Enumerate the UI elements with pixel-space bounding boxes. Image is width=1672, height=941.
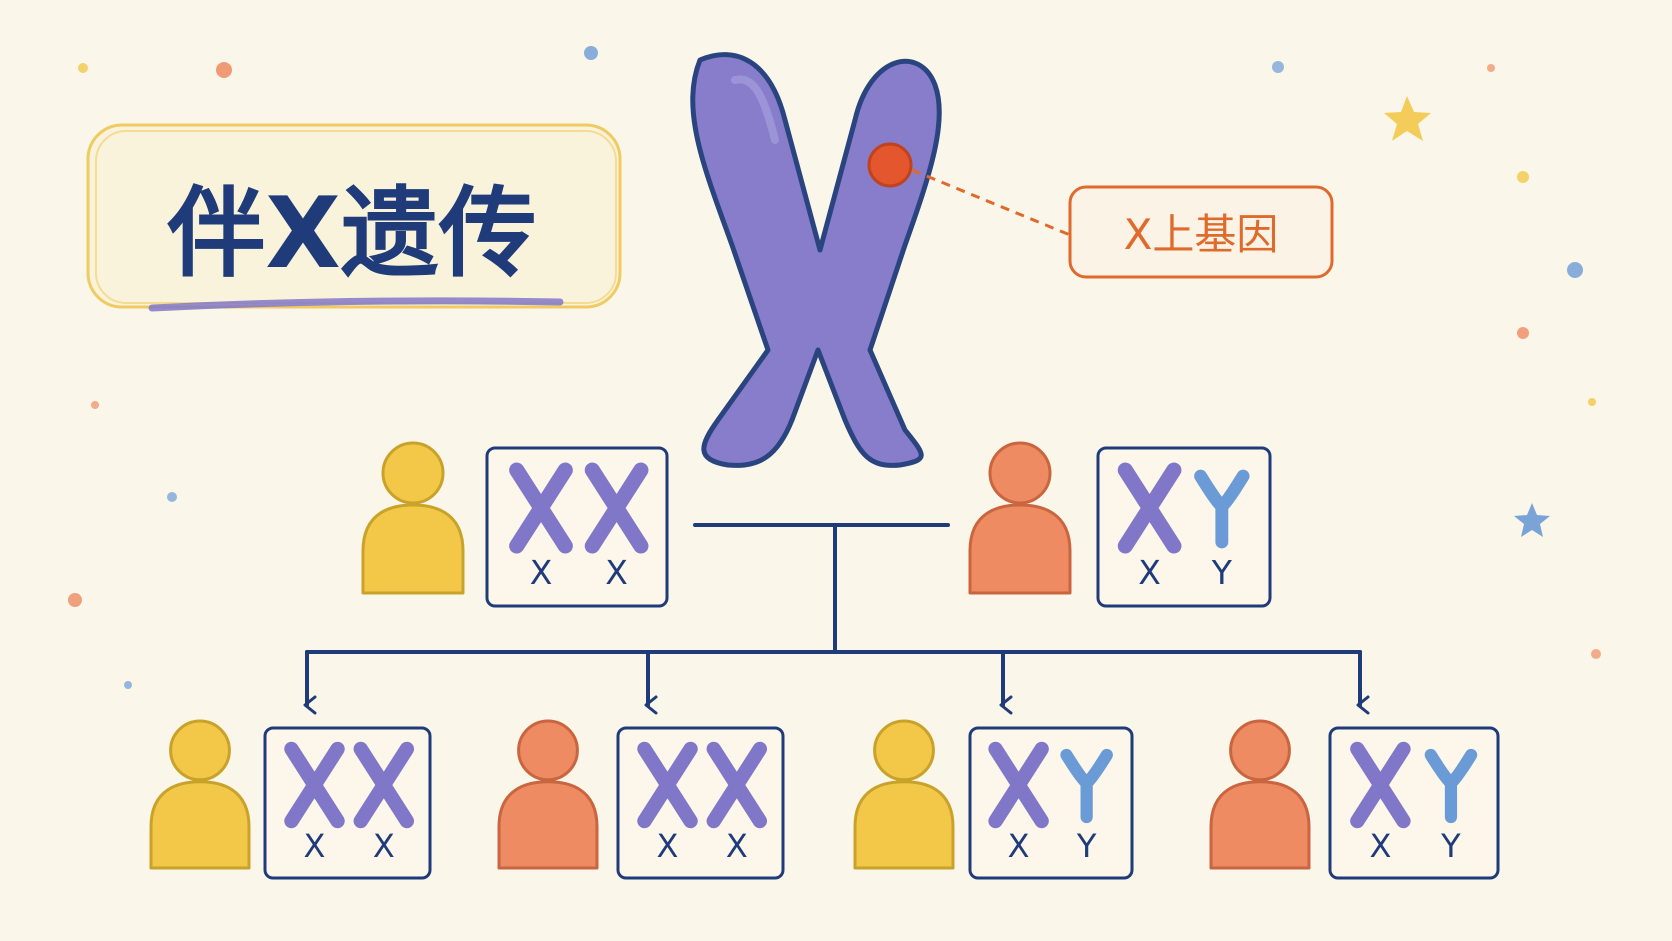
person-head xyxy=(517,719,579,782)
chromatid-right xyxy=(988,741,1049,829)
y-chromosome-icon xyxy=(1194,469,1250,549)
title-frame xyxy=(86,123,622,309)
chromosome-label-x: X xyxy=(1138,553,1161,592)
male-person-icon xyxy=(497,719,599,870)
decor-dot xyxy=(216,62,232,78)
decor-dot xyxy=(78,63,88,73)
y-chromosome-icon xyxy=(1424,748,1478,824)
big-x-chromosome xyxy=(690,52,942,468)
x-chromosome-icon xyxy=(988,741,1049,829)
decor-dot xyxy=(1272,61,1284,73)
chromatid-right xyxy=(509,462,573,554)
chromosome-label-x: X xyxy=(304,827,326,865)
female-person-icon xyxy=(149,719,251,870)
person-body xyxy=(497,780,599,870)
y-chromosome-icon xyxy=(1060,748,1113,824)
page-title: 伴X遗传 xyxy=(166,177,537,291)
x-chromosome-icon xyxy=(706,741,768,829)
person-head xyxy=(873,719,935,782)
decor-dot xyxy=(91,401,99,409)
chromosome-label-y: Y xyxy=(1076,827,1097,865)
gene-locus-dot xyxy=(867,142,913,188)
decorations xyxy=(68,46,1601,689)
decor-dot xyxy=(1591,649,1601,659)
person-body xyxy=(149,780,251,870)
gene-label-box xyxy=(1068,185,1334,279)
chromatid-right xyxy=(1350,741,1411,829)
chromosome-label-x: X xyxy=(605,553,628,592)
decor-dot xyxy=(1567,262,1583,278)
chromosome-highlight xyxy=(731,75,779,144)
chromatid-right xyxy=(353,741,415,829)
gene-label: X上基因 xyxy=(1124,210,1279,259)
chromatid-right xyxy=(637,741,698,829)
title-block: 伴X遗传 xyxy=(86,123,622,312)
x-chromosome-icon xyxy=(584,462,649,554)
star-icon xyxy=(1384,96,1431,141)
decor-dot xyxy=(68,593,82,607)
decor-dot xyxy=(1588,398,1596,406)
chromatid-right xyxy=(584,462,649,554)
person-head xyxy=(1229,719,1291,782)
x-chromosome-icon xyxy=(637,741,698,829)
star-icon xyxy=(1514,503,1550,537)
decor-dot xyxy=(584,46,598,60)
x-chromosome-icon xyxy=(509,462,573,554)
decor-dot xyxy=(167,492,177,502)
chromosome-label-x: X xyxy=(726,827,748,865)
pedigree-lines xyxy=(303,523,1370,715)
male-person-icon xyxy=(968,441,1072,595)
x-chromosome-icon xyxy=(353,741,415,829)
female-person-icon xyxy=(853,719,955,870)
female-person-icon xyxy=(361,441,465,595)
person-body xyxy=(361,503,465,595)
person-head xyxy=(169,719,231,782)
chromosome-label-x: X xyxy=(1369,827,1391,865)
chromatid-right xyxy=(1117,462,1182,554)
x-chromosome-icon xyxy=(1117,462,1182,554)
chromosome-label-y: Y xyxy=(1211,553,1233,592)
male-person-icon xyxy=(1209,719,1311,870)
y-chromosome-shape xyxy=(1060,748,1113,824)
chromosome-label-x: X xyxy=(657,827,679,865)
chromosome-label-x: X xyxy=(373,827,395,865)
y-chromosome-shape xyxy=(1424,748,1478,824)
y-chromosome-shape xyxy=(1194,469,1250,549)
decor-dot xyxy=(1517,171,1529,183)
person-body xyxy=(853,780,955,870)
person-body xyxy=(1209,780,1311,870)
title-underline xyxy=(148,297,564,312)
decor-dot xyxy=(1517,327,1529,339)
chromosome-label-x: X xyxy=(1008,827,1030,865)
chromatid-right xyxy=(706,741,768,829)
decor-dot xyxy=(124,681,132,689)
gene-callout: X上基因 xyxy=(911,168,1334,279)
person-head xyxy=(988,441,1052,505)
chromosome-label-x: X xyxy=(530,553,553,592)
x-chromosome-icon xyxy=(1350,741,1411,829)
chromatid-right xyxy=(284,741,345,829)
x-chromosome-icon xyxy=(284,741,345,829)
callout-line xyxy=(911,168,1071,237)
person-head xyxy=(381,441,445,505)
decor-dot xyxy=(1487,64,1495,72)
person-body xyxy=(968,503,1072,595)
chromosome-label-y: Y xyxy=(1440,827,1461,865)
